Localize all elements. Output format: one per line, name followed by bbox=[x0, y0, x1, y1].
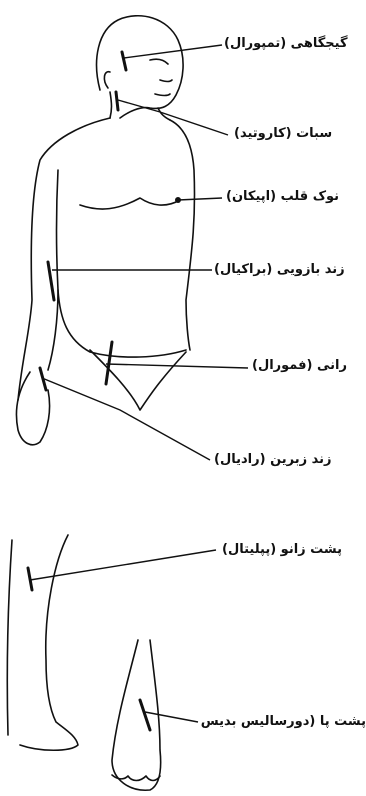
femoral-pulse-marker bbox=[106, 342, 112, 384]
temporal-pulse-marker bbox=[122, 52, 126, 70]
popliteal-pulse-marker bbox=[28, 568, 32, 590]
dorsalis-pedis-pulse-marker bbox=[140, 700, 150, 730]
torso-right bbox=[170, 120, 195, 350]
radial-leader bbox=[42, 378, 210, 460]
foot-outline bbox=[112, 640, 161, 790]
apical-leader bbox=[178, 198, 222, 200]
label-brachial: زند بازویی (براکیال) bbox=[214, 262, 345, 278]
label-radial: زند زبرین (رادیال) bbox=[214, 452, 332, 468]
temporal-leader bbox=[124, 45, 222, 58]
head-outline bbox=[97, 16, 184, 118]
carotid-pulse-marker bbox=[116, 92, 118, 110]
femoral-leader bbox=[106, 364, 248, 368]
label-femoral: رانی (فمورال) bbox=[252, 358, 347, 374]
label-apical: نوک قلب (اپیکان) bbox=[226, 189, 339, 205]
brachial-pulse-marker bbox=[48, 262, 54, 300]
popliteal-leader bbox=[30, 550, 216, 580]
carotid-leader bbox=[118, 100, 228, 135]
face-features bbox=[150, 59, 172, 95]
label-dorsalis-pedis: پشت پا (دورسالیس بدیس) bbox=[200, 714, 366, 730]
lower-leg-left bbox=[7, 540, 12, 735]
label-temporal: گیجگاهی (تمپورال) bbox=[224, 36, 348, 52]
label-carotid: سبات (کاروتید) bbox=[234, 126, 332, 142]
ear-outline bbox=[104, 72, 110, 88]
torso-left bbox=[18, 118, 110, 400]
groin-line bbox=[90, 350, 186, 410]
neck-left bbox=[110, 92, 112, 118]
chest-line bbox=[80, 198, 180, 209]
waist bbox=[58, 290, 186, 357]
label-popliteal: پشت زانو (پپلیتال) bbox=[222, 542, 342, 558]
dorsalis-pedis-leader bbox=[145, 712, 198, 722]
